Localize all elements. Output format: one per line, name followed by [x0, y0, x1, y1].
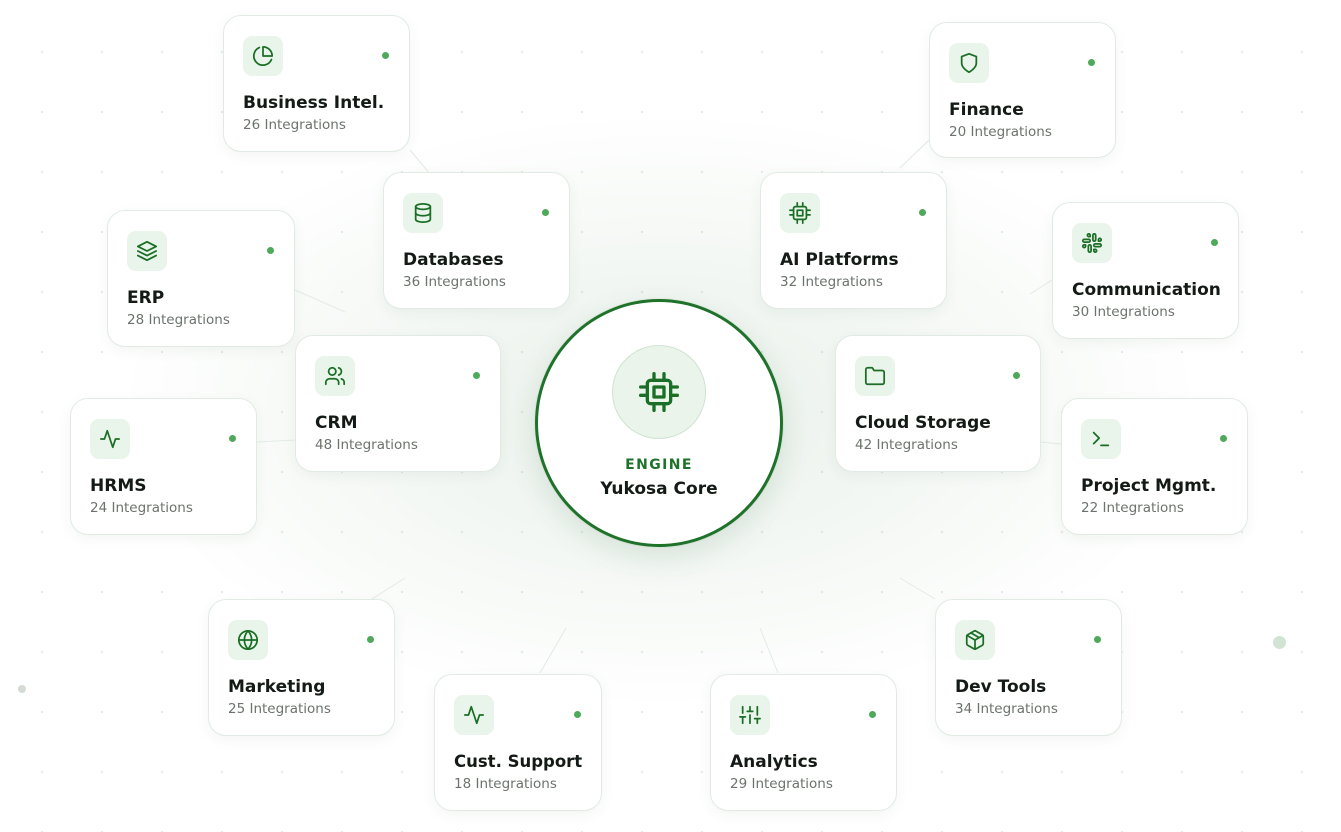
- category-title: Dev Tools: [955, 677, 1047, 697]
- shield-icon: [949, 43, 989, 83]
- category-title: AI Platforms: [780, 250, 899, 270]
- status-indicator: [473, 372, 480, 379]
- integration-card-cust-support[interactable]: Cust. Support 18 Integrations: [434, 674, 602, 811]
- status-indicator: [1211, 239, 1218, 246]
- integration-count: 34 Integrations: [955, 701, 1058, 717]
- status-indicator: [382, 52, 389, 59]
- status-indicator: [919, 209, 926, 216]
- category-title: Databases: [403, 250, 504, 270]
- integration-card-business-intel[interactable]: Business Intel. 26 Integrations: [223, 15, 410, 152]
- integration-card-databases[interactable]: Databases 36 Integrations: [383, 172, 570, 309]
- slack-icon: [1072, 223, 1112, 263]
- integration-count: 20 Integrations: [949, 124, 1052, 140]
- connector-line: [294, 289, 346, 313]
- connector-line: [1040, 441, 1062, 445]
- category-title: HRMS: [90, 476, 147, 496]
- integration-count: 29 Integrations: [730, 776, 833, 792]
- integration-card-hrms[interactable]: HRMS 24 Integrations: [70, 398, 257, 535]
- integration-count: 26 Integrations: [243, 117, 346, 133]
- integration-count: 30 Integrations: [1072, 304, 1175, 320]
- connector-line: [409, 149, 431, 175]
- integration-count: 25 Integrations: [228, 701, 331, 717]
- package-icon: [955, 620, 995, 660]
- globe-icon: [228, 620, 268, 660]
- category-title: Business Intel.: [243, 93, 385, 113]
- connector-line: [899, 577, 936, 600]
- database-icon: [403, 193, 443, 233]
- connector-line: [1029, 279, 1053, 295]
- status-indicator: [1220, 435, 1227, 442]
- status-indicator: [367, 636, 374, 643]
- cpu-chip-icon: [612, 345, 706, 439]
- activity-icon: [454, 695, 494, 735]
- integration-count: 48 Integrations: [315, 437, 418, 453]
- status-indicator: [229, 435, 236, 442]
- sliders-icon: [730, 695, 770, 735]
- connector-line: [539, 627, 567, 674]
- users-icon: [315, 356, 355, 396]
- connector-line: [371, 577, 406, 600]
- integration-count: 42 Integrations: [855, 437, 958, 453]
- category-title: Finance: [949, 100, 1024, 120]
- status-indicator: [574, 711, 581, 718]
- category-title: Cust. Support: [454, 752, 583, 771]
- integration-card-marketing[interactable]: Marketing 25 Integrations: [208, 599, 395, 736]
- integration-card-crm[interactable]: CRM 48 Integrations: [295, 335, 501, 472]
- decorative-dot: [18, 685, 26, 693]
- integration-count: 36 Integrations: [403, 274, 506, 290]
- status-indicator: [1088, 59, 1095, 66]
- activity-icon: [90, 419, 130, 459]
- integration-count: 28 Integrations: [127, 312, 230, 328]
- category-title: CRM: [315, 413, 358, 433]
- integration-count: 22 Integrations: [1081, 500, 1184, 516]
- integration-card-analytics[interactable]: Analytics 29 Integrations: [710, 674, 897, 811]
- integration-count: 24 Integrations: [90, 500, 193, 516]
- decorative-dot: [1273, 636, 1286, 649]
- status-indicator: [1094, 636, 1101, 643]
- category-title: Marketing: [228, 677, 326, 697]
- core-label: ENGINE: [625, 457, 693, 473]
- connector-line: [899, 139, 930, 169]
- connector-line: [256, 439, 297, 443]
- integration-card-finance[interactable]: Finance 20 Integrations: [929, 22, 1116, 158]
- status-indicator: [1013, 372, 1020, 379]
- integration-card-project-mgmt[interactable]: Project Mgmt. 22 Integrations: [1061, 398, 1248, 535]
- core-engine-node[interactable]: ENGINE Yukosa Core: [535, 299, 783, 547]
- terminal-icon: [1081, 419, 1121, 459]
- core-title: Yukosa Core: [600, 479, 718, 499]
- status-indicator: [267, 247, 274, 254]
- integration-card-ai-platforms[interactable]: AI Platforms 32 Integrations: [760, 172, 947, 309]
- category-title: Project Mgmt.: [1081, 476, 1217, 496]
- integration-card-cloud-storage[interactable]: Cloud Storage 42 Integrations: [835, 335, 1041, 472]
- cpu-chip-icon: [780, 193, 820, 233]
- category-title: Analytics: [730, 752, 818, 772]
- status-indicator: [542, 209, 549, 216]
- category-title: Communication: [1072, 280, 1221, 300]
- category-title: Cloud Storage: [855, 413, 991, 433]
- integration-count: 18 Integrations: [454, 776, 557, 792]
- integration-count: 32 Integrations: [780, 274, 883, 290]
- status-indicator: [869, 711, 876, 718]
- category-title: ERP: [127, 288, 165, 308]
- layers-icon: [127, 231, 167, 271]
- integration-card-communication[interactable]: Communication 30 Integrations: [1052, 202, 1239, 339]
- integration-card-dev-tools[interactable]: Dev Tools 34 Integrations: [935, 599, 1122, 736]
- connector-line: [759, 627, 779, 674]
- pie-chart-icon: [243, 36, 283, 76]
- folder-icon: [855, 356, 895, 396]
- integration-card-erp[interactable]: ERP 28 Integrations: [107, 210, 295, 347]
